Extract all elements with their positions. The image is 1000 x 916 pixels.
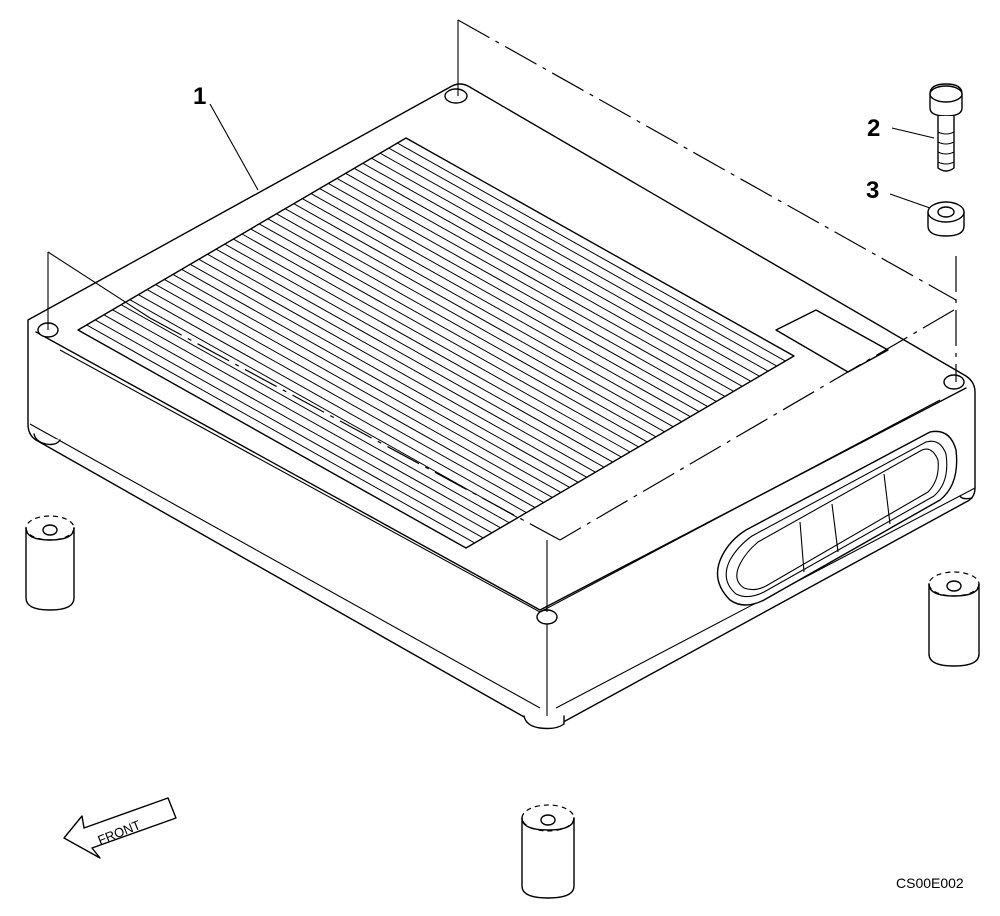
spacer-right: [928, 571, 980, 667]
label-plate: [775, 309, 889, 373]
heat-sink-fin: [250, 228, 639, 448]
heat-sink-fin: [276, 213, 665, 433]
heat-sink-fin: [172, 273, 562, 493]
mounting-hole-front: [536, 609, 558, 625]
washer: [927, 201, 965, 237]
foot-front: [523, 715, 565, 730]
heat-sink-fin: [103, 314, 493, 534]
heat-sink-fin: [302, 198, 691, 418]
heat-sink-fin: [284, 208, 674, 428]
heat-sink-fin: [267, 218, 657, 438]
heat-sink-fin: [120, 304, 510, 524]
heat-sink-fin: [233, 238, 622, 458]
heat-sink-fin: [138, 294, 527, 514]
heat-sink-fins: [86, 142, 786, 544]
heat-sink-fin: [388, 147, 777, 367]
bolt: [929, 83, 963, 172]
heat-sink-fin: [336, 177, 726, 397]
front-arrow-icon: [63, 797, 177, 859]
heat-sink-fin: [241, 233, 631, 453]
heat-sink-border: [77, 137, 795, 549]
heat-sink-fin: [379, 152, 769, 372]
heat-sink-fin: [207, 253, 596, 473]
heat-sink-fin: [397, 142, 786, 362]
heat-sink-fin: [129, 299, 519, 519]
heat-sink-fin: [164, 279, 553, 498]
heat-sink-fin: [345, 172, 734, 392]
assembly-lines: [47, 19, 957, 612]
callout-2: 2: [867, 115, 935, 142]
heat-sink-fin: [310, 193, 700, 413]
left-side-edge: [29, 423, 541, 709]
leader-left-horizontal: [47, 251, 151, 319]
callout-2-label: 2: [867, 115, 880, 142]
heat-sink-fin: [215, 248, 605, 468]
heat-sink-fin: [112, 309, 501, 529]
spacer-left: [25, 515, 75, 611]
connector-housing: [716, 430, 958, 606]
centerline-rear: [457, 19, 957, 301]
heat-sink-fin: [353, 167, 743, 387]
heat-sink-fin: [328, 183, 717, 402]
controller-housing: [27, 83, 976, 730]
heat-sink-fin: [319, 188, 708, 407]
spacer-front: [521, 804, 575, 899]
heat-sink-fin: [293, 203, 683, 423]
heat-sink-fin: [224, 243, 613, 463]
heat-sink-fin: [189, 263, 579, 483]
mounting-hole-rear: [444, 88, 468, 104]
callout-3: 3: [866, 177, 931, 209]
heat-sink-fin: [95, 319, 484, 539]
figure-code: CS00E002: [896, 875, 964, 891]
callout-1: 1: [193, 83, 259, 191]
heat-sink-fin: [198, 258, 588, 478]
heat-sink-fin: [146, 289, 536, 509]
mounting-hole-right: [943, 374, 965, 390]
callout-3-label: 3: [866, 177, 879, 204]
heat-sink-fin: [86, 324, 475, 544]
heat-sink-fin: [259, 223, 648, 443]
centerline-front: [559, 309, 955, 541]
heat-sink-fin: [362, 162, 752, 382]
heat-sink-fin: [155, 284, 544, 503]
callout-1-label: 1: [193, 83, 206, 110]
foot-left: [33, 433, 61, 446]
heat-sink-fin: [181, 268, 570, 488]
heat-sink-fin: [371, 157, 760, 377]
centerline-grid: [149, 317, 561, 541]
front-direction-arrow: FRONT: [63, 797, 177, 859]
foot-right: [959, 495, 973, 500]
